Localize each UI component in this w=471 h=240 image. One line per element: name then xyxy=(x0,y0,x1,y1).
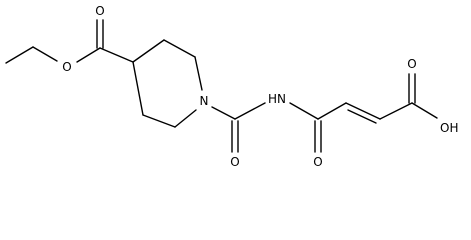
bond-alkene-1 xyxy=(345,102,381,120)
bond-ethyl-ch2 xyxy=(32,46,58,62)
bond-ring-c4-c3 xyxy=(132,39,165,63)
bond-ring-c5-c4 xyxy=(132,61,144,116)
bond-nh-amide-c xyxy=(289,102,319,120)
bond-ring-c6-c5 xyxy=(142,114,176,128)
bond-ester-o-ch2 xyxy=(76,47,101,63)
chemical-structure: O O N O HN O O OH xyxy=(5,4,458,169)
bond-amide-c-alkene xyxy=(317,102,347,120)
bond-ethyl-ch3 xyxy=(5,46,34,64)
structure-canvas: O O N O HN O O OH xyxy=(5,4,458,169)
bond-alkene-acid-c xyxy=(379,102,413,120)
bond-ester-c-ring xyxy=(99,47,134,63)
atom-label-acid-oh: OH xyxy=(440,121,458,135)
bond-n-carbonyl xyxy=(211,106,236,120)
bond-ring-c2-n xyxy=(194,56,203,91)
atom-label-acid-carbonyl-o: O xyxy=(407,57,416,71)
atom-label-amide-o: O xyxy=(313,155,322,169)
atom-label-ester-carbonyl-o: O xyxy=(95,4,104,18)
atom-label-ester-ether-o: O xyxy=(62,60,71,74)
bond-carbonyl-nh xyxy=(234,102,266,120)
bond-alkene-2 xyxy=(347,109,377,124)
bond-acid-c-oh xyxy=(411,102,438,119)
bond-ring-c3-c2 xyxy=(163,39,196,58)
atom-label-urea-o: O xyxy=(230,155,239,169)
bond-ring-n-c6 xyxy=(174,109,197,128)
atom-label-amide-nh: HN xyxy=(268,92,286,106)
atom-label-ring-n: N xyxy=(200,94,209,108)
